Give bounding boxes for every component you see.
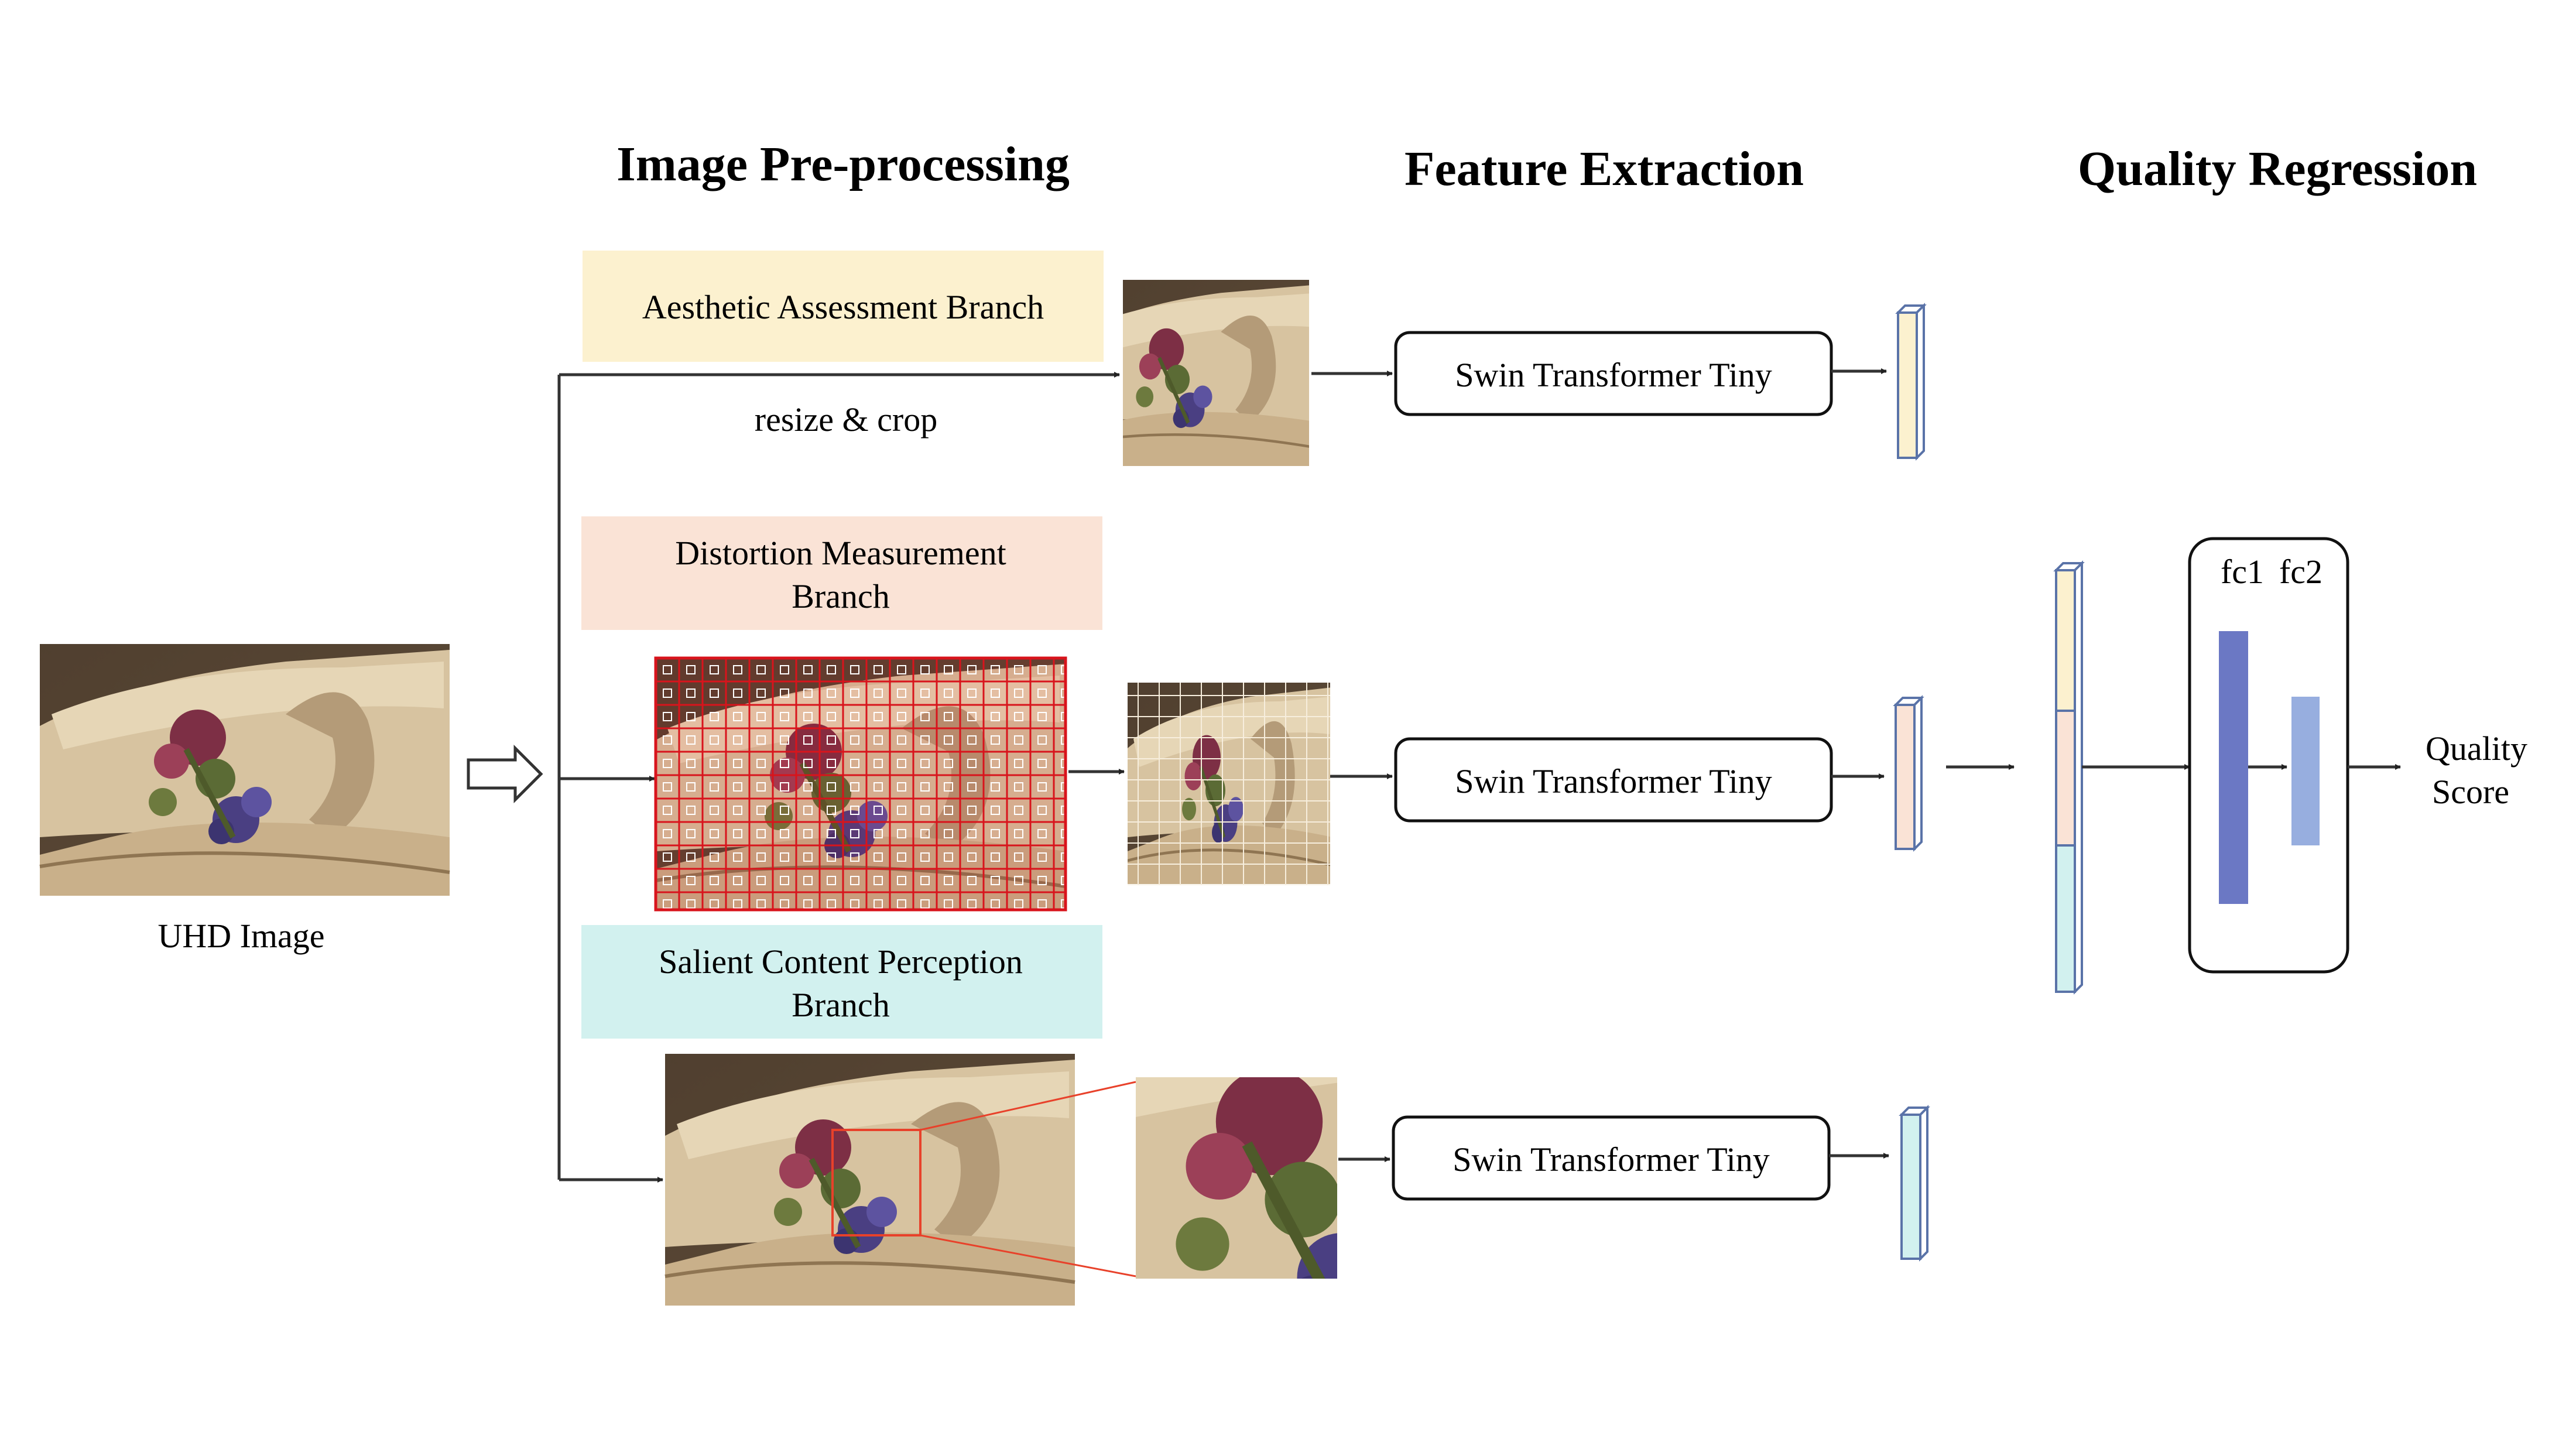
fc2-layer — [2291, 697, 2320, 845]
aesthetic-branch-title: Aesthetic Assessment Branch — [642, 288, 1044, 326]
quality-score-line2: Score — [2432, 773, 2509, 811]
swin-label-salient: Swin Transformer Tiny — [1453, 1140, 1769, 1179]
salient-branch-box — [581, 925, 1102, 1039]
uhd-image-label: UHD Image — [157, 917, 324, 955]
feature-vector-salient — [1899, 1105, 1930, 1262]
header-feature-extraction: Feature Extraction — [1405, 142, 1804, 196]
uhd-input-image — [40, 644, 450, 896]
feature-vector-aesthetic — [1895, 303, 1927, 461]
concatenated-feature-vector — [2053, 560, 2085, 995]
fc1-label: fc1 — [2221, 553, 2264, 591]
zoom-line-top — [920, 1081, 1136, 1131]
hollow-arrow-icon — [467, 744, 543, 804]
distortion-patch-mosaic — [1128, 683, 1330, 885]
zoom-line-bottom — [920, 1234, 1136, 1277]
fc2-label: fc2 — [2279, 553, 2322, 591]
distortion-branch-title-line1: Distortion Measurement — [675, 534, 1006, 572]
salient-region-box — [831, 1129, 922, 1236]
salient-branch-title-line2: Branch — [792, 986, 890, 1024]
resize-crop-label: resize & crop — [755, 400, 937, 439]
quality-score-line1: Quality — [2426, 729, 2527, 768]
regression-head-box — [2188, 537, 2349, 974]
distortion-grid-image — [656, 658, 1066, 910]
distortion-branch-title-line2: Branch — [792, 577, 890, 615]
swin-box-distortion: Swin Transformer Tiny — [1394, 737, 1833, 823]
distortion-branch-box — [581, 516, 1102, 630]
fc1-layer — [2219, 631, 2248, 904]
salient-source-image — [665, 1054, 1075, 1306]
swin-label-distortion: Swin Transformer Tiny — [1455, 762, 1772, 800]
aesthetic-cropped-image — [1068, 280, 1323, 466]
aesthetic-branch-box — [583, 251, 1104, 362]
feature-vector-distortion — [1893, 695, 1924, 852]
header-quality-regression: Quality Regression — [2078, 142, 2477, 196]
header-image-preprocessing: Image Pre-processing — [616, 137, 1070, 191]
swin-label-aesthetic: Swin Transformer Tiny — [1455, 356, 1772, 394]
swin-box-aesthetic: Swin Transformer Tiny — [1394, 331, 1833, 416]
swin-box-salient: Swin Transformer Tiny — [1392, 1115, 1831, 1201]
salient-branch-title-line1: Salient Content Perception — [659, 943, 1023, 981]
